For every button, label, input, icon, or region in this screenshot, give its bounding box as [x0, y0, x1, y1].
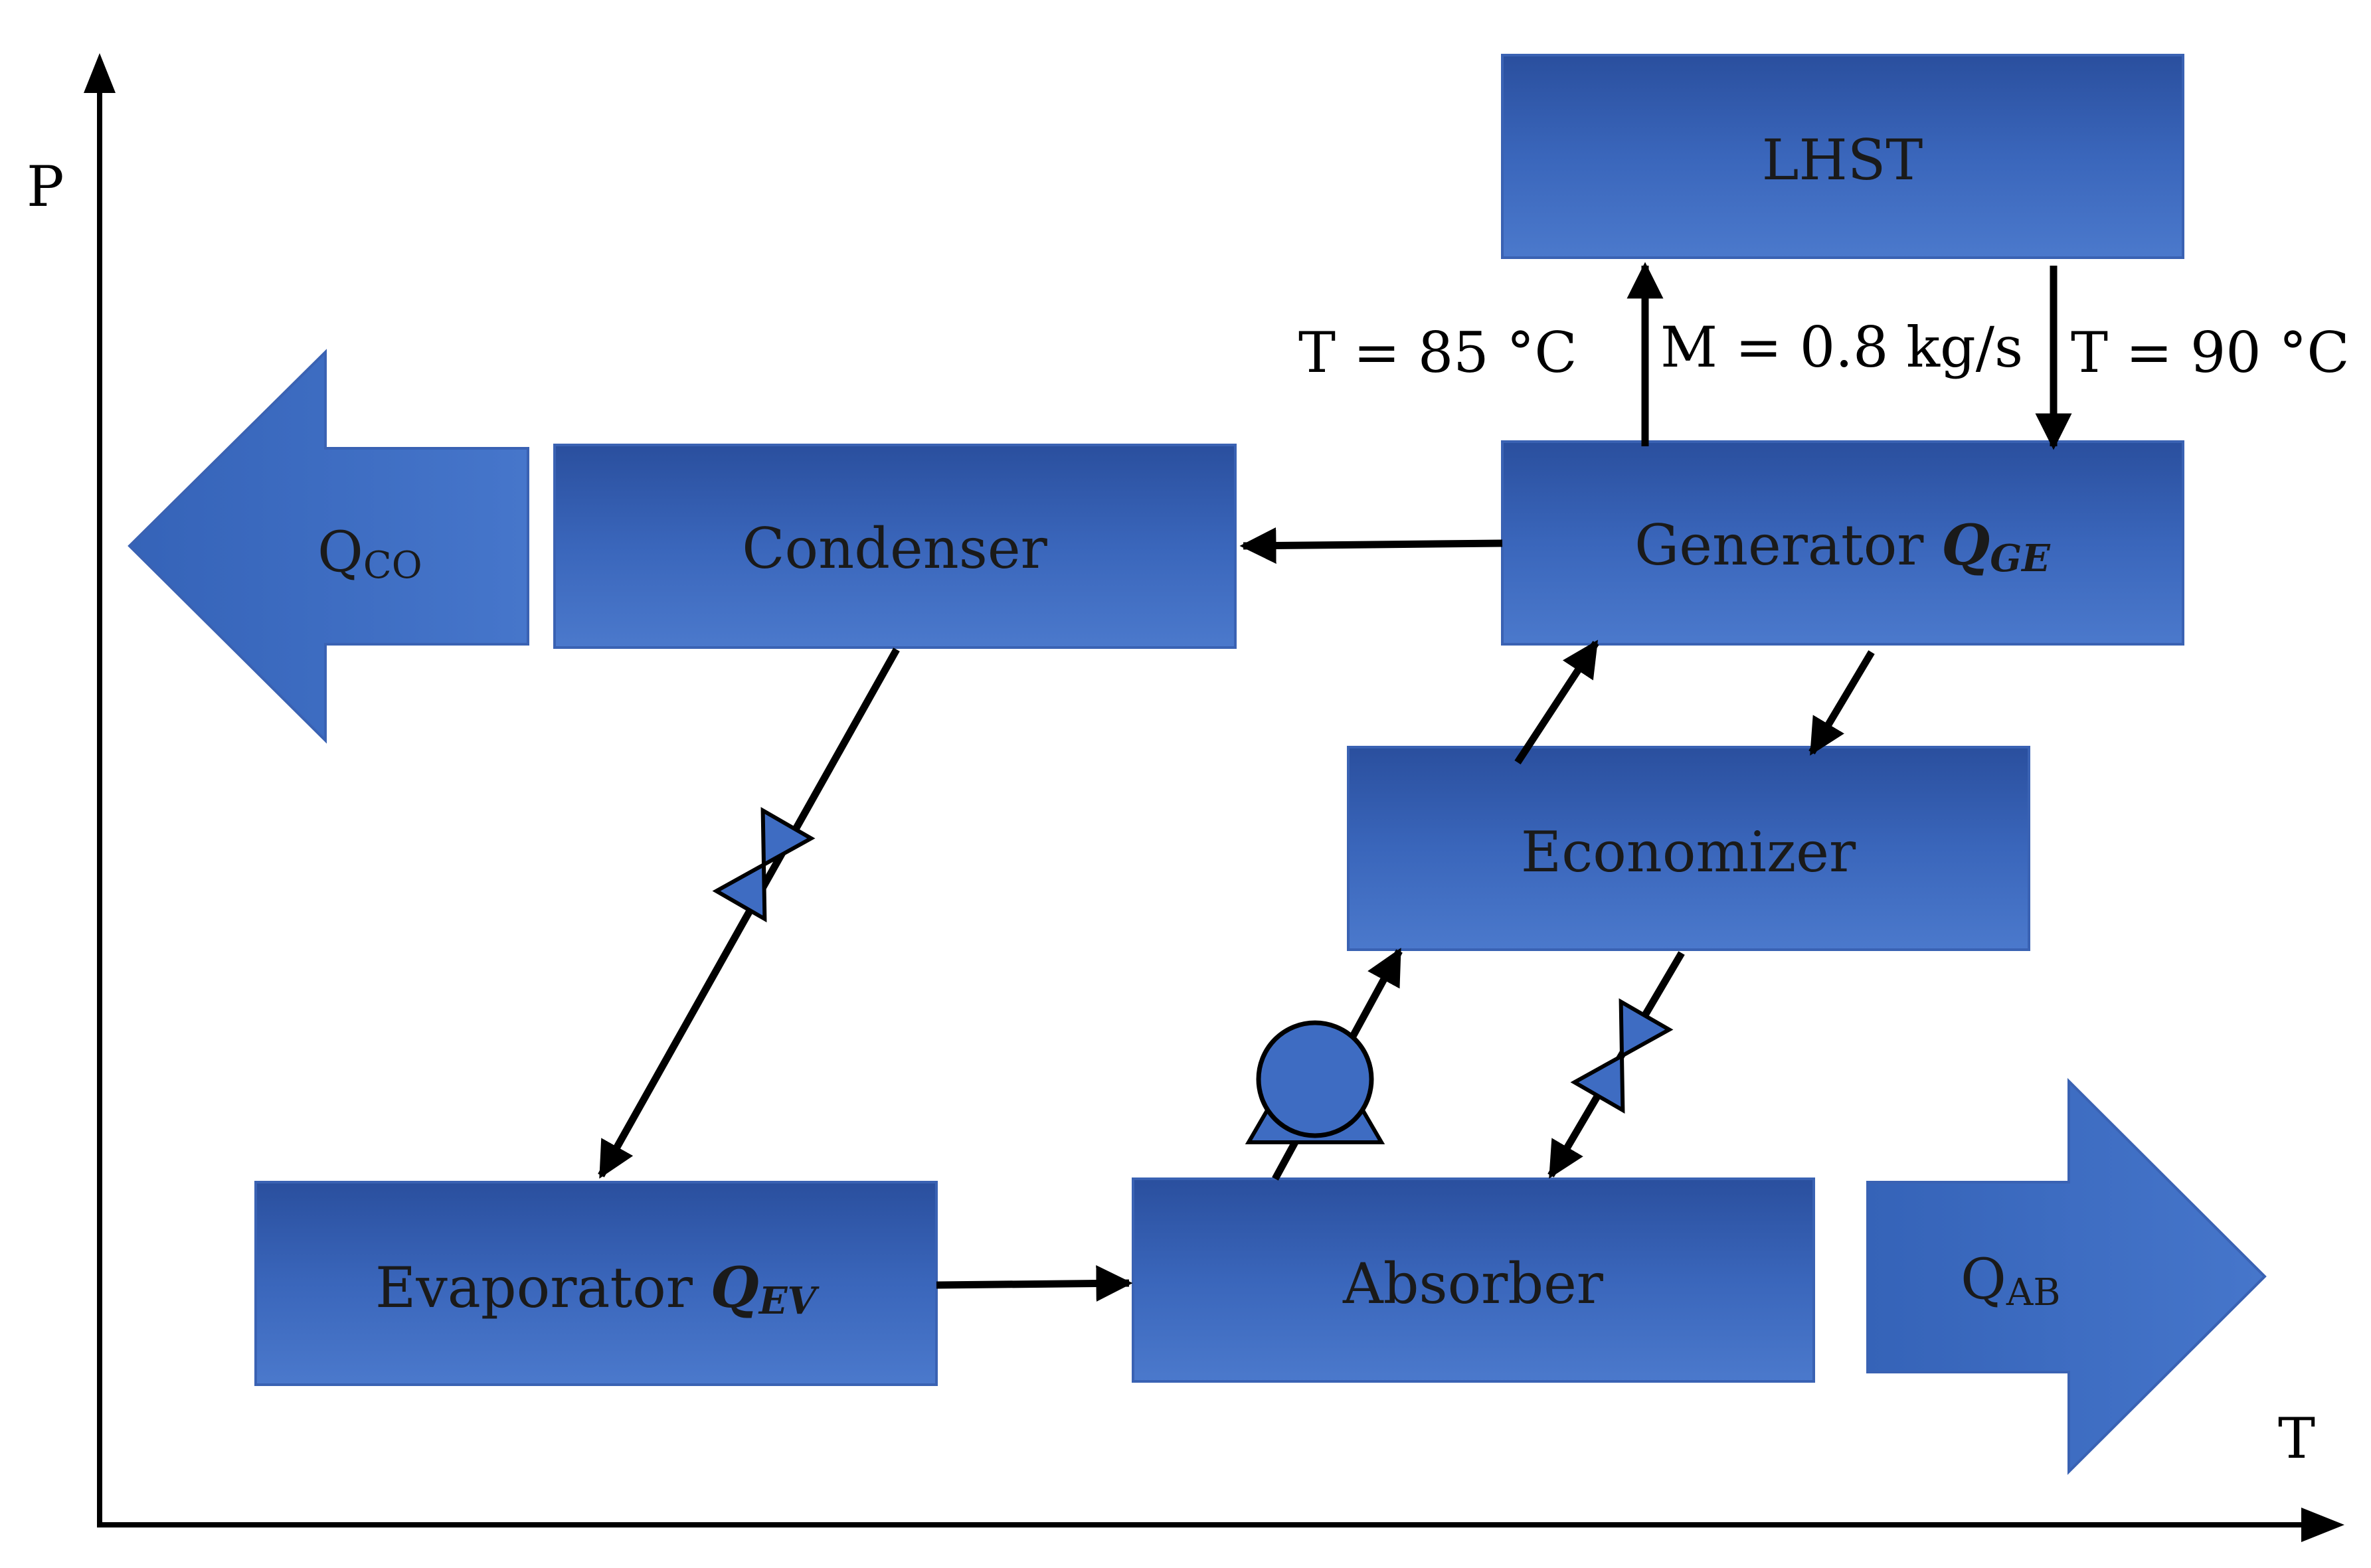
evaporator-to-absorber-arrow [936, 1265, 1133, 1302]
return-temperature-label: T = 85 °C [1298, 320, 1577, 385]
supply-temperature-label: T = 90 °C [2071, 320, 2350, 385]
condenser-box: Condenser [553, 444, 1237, 649]
qco-arrow-shape [128, 349, 529, 744]
qab-arrow-shape [1866, 1078, 2267, 1475]
absorber-label: Absorber [1342, 1251, 1604, 1316]
condenser-label: Condenser [742, 516, 1047, 581]
evaporator-label: Evaporator QEV [375, 1255, 820, 1323]
qab-label: QAB [1961, 1247, 2060, 1314]
generator-to-economizer-arrow [1808, 650, 1875, 756]
heat-arrow-absorber: QAB [1866, 1078, 2267, 1475]
y-axis-label: P [27, 154, 64, 219]
generator-box: Generator QGE [1501, 440, 2184, 646]
expansion-valve-solution-icon [1570, 998, 1674, 1114]
condenser-to-evaporator-arrow [598, 648, 900, 1179]
generator-label: Generator QGE [1634, 512, 2051, 580]
x-axis-label: T [2278, 1406, 2315, 1471]
evaporator-box: Evaporator QEV [254, 1181, 938, 1386]
lhst-label: LHST [1762, 128, 1923, 193]
economizer-to-generator-arrow [1514, 640, 1599, 765]
axes: P T [27, 53, 2344, 1542]
economizer-box: Economizer [1347, 746, 2030, 951]
economizer-label: Economizer [1521, 820, 1856, 885]
generator-to-condenser-arrow [1239, 527, 1503, 564]
absorber-box: Absorber [1132, 1177, 1815, 1383]
expansion-valve-refrigerant-icon [712, 807, 816, 922]
lhst-box: LHST [1501, 54, 2184, 259]
heat-arrow-condenser: QCO [128, 349, 529, 744]
qco-label: QCO [317, 519, 422, 587]
mass-flow-label: M = 0.8 kg/s [1660, 315, 2023, 380]
x-axis-arrowhead [2301, 1508, 2344, 1542]
solution-pump-icon [1245, 1020, 1385, 1144]
y-axis-arrowhead [84, 53, 116, 93]
annotations: T = 85 °C M = 0.8 kg/s T = 90 °C [1298, 315, 2350, 385]
